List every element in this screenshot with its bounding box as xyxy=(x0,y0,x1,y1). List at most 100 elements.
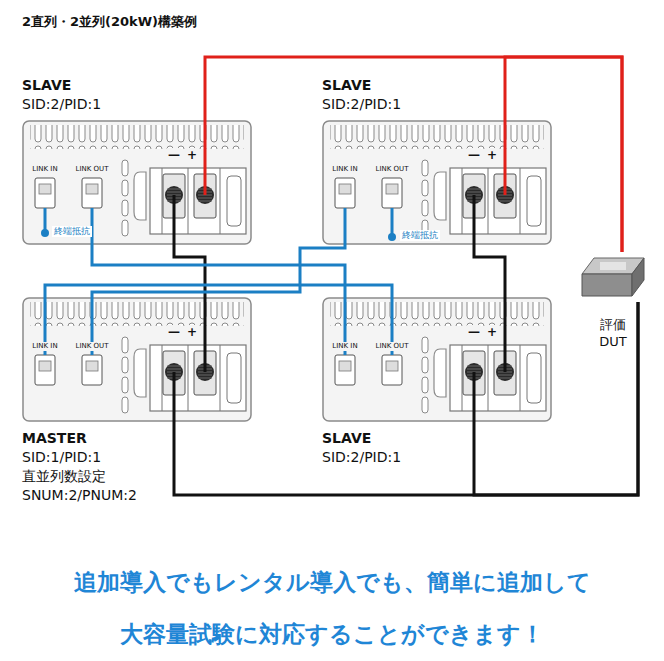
terminal-thread xyxy=(198,375,212,376)
output-terminal xyxy=(196,186,214,204)
unit-housing xyxy=(23,121,251,244)
terminal-thread xyxy=(167,201,181,202)
polarity-mark: + xyxy=(486,325,498,339)
vent-slot xyxy=(122,377,128,393)
terminator-plug xyxy=(388,233,396,241)
vent-slots xyxy=(30,125,244,149)
unit-setting: SID:2/PID:1 xyxy=(322,448,401,467)
terminal-thread xyxy=(467,378,481,379)
terminal-seat xyxy=(494,174,516,218)
terminal-thread xyxy=(167,192,181,193)
terminal-thread xyxy=(198,366,212,367)
terminal-thread xyxy=(467,192,481,193)
terminal-thread xyxy=(498,198,512,199)
vent-slot xyxy=(422,397,428,413)
unit-setting: 直並列数設定 xyxy=(22,467,137,486)
output-terminal xyxy=(196,363,214,381)
terminal-cover xyxy=(227,353,241,403)
vent-slot xyxy=(422,200,428,216)
terminal-thread xyxy=(498,375,512,376)
link-jack xyxy=(382,355,402,385)
terminal-seat xyxy=(463,351,485,395)
jack-port xyxy=(39,361,51,371)
terminal-thread xyxy=(467,198,481,199)
terminal-thread xyxy=(167,372,181,373)
jack-port xyxy=(386,184,398,194)
unit-setting: SID:2/PID:1 xyxy=(322,95,401,114)
terminal-thread xyxy=(198,195,212,196)
terminal-block xyxy=(150,345,246,411)
link-jack xyxy=(335,178,355,208)
terminal-thread xyxy=(467,372,481,373)
terminal-thread xyxy=(198,372,212,373)
unit-housing xyxy=(323,298,551,421)
terminal-thread xyxy=(498,189,512,190)
link-jack xyxy=(35,355,55,385)
vent-slots xyxy=(330,125,544,149)
unit-setting: SNUM:2/PNUM:2 xyxy=(22,486,137,505)
port-label: LINK OUT xyxy=(375,165,410,174)
terminal-seat xyxy=(163,174,185,218)
terminal-block xyxy=(150,168,246,234)
polarity-mark: — xyxy=(167,325,181,339)
terminal-thread xyxy=(198,369,212,370)
polarity-mark: + xyxy=(186,148,198,162)
terminal-thread xyxy=(198,198,212,199)
terminal-thread xyxy=(467,369,481,370)
terminator-plug xyxy=(41,229,49,237)
cable xyxy=(205,57,622,252)
power-unit: MASTERSID:1/PID:1直並列数設定SNUM:2/PNUM:2LINK… xyxy=(22,297,252,422)
unit-setting: SID:1/PID:1 xyxy=(22,448,137,467)
output-terminal xyxy=(496,363,514,381)
handle xyxy=(434,172,446,220)
output-terminal xyxy=(165,363,183,381)
terminal-seat xyxy=(194,351,216,395)
handle xyxy=(134,349,146,397)
handle xyxy=(134,172,146,220)
terminal-thread xyxy=(498,201,512,202)
power-unit: SLAVESID:2/PID:1LINK INLINK OUT—+ xyxy=(322,297,552,422)
dut-side xyxy=(632,258,644,296)
vent-slot xyxy=(122,220,128,236)
polarity-mark: + xyxy=(486,148,498,162)
polarity-mark: — xyxy=(467,148,481,162)
unit-role: SLAVE xyxy=(22,76,101,95)
power-unit: SLAVESID:2/PID:1LINK INLINK OUT—+ xyxy=(322,120,552,245)
power-unit-drawing xyxy=(322,120,552,245)
terminal-divider xyxy=(462,345,520,411)
vent-slot xyxy=(422,180,428,196)
output-terminal xyxy=(465,186,483,204)
terminal-thread xyxy=(498,366,512,367)
link-jack xyxy=(335,355,355,385)
terminal-thread xyxy=(467,201,481,202)
terminal-divider xyxy=(462,168,520,234)
terminal-thread xyxy=(167,378,181,379)
link-jack xyxy=(82,178,102,208)
dut-front xyxy=(582,274,632,296)
terminal-divider xyxy=(162,168,220,234)
polarity-mark: — xyxy=(167,148,181,162)
terminal-thread xyxy=(498,192,512,193)
unit-housing xyxy=(23,298,251,421)
port-label: LINK IN xyxy=(31,165,58,174)
output-terminal xyxy=(165,186,183,204)
diagram-title: 2直列・2並列(20kW)構築例 xyxy=(22,13,197,31)
terminal-seat xyxy=(194,174,216,218)
unit-heading: SLAVESID:2/PID:1 xyxy=(322,429,401,467)
terminal-block xyxy=(450,345,546,411)
vent-slot xyxy=(122,180,128,196)
caption: 追加導入でもレンタル導入でも、簡単に追加して 大容量試験に対応することができます… xyxy=(72,556,592,660)
polarity-mark: + xyxy=(186,325,198,339)
terminal-thread xyxy=(467,366,481,367)
link-jack xyxy=(382,178,402,208)
terminal-thread xyxy=(467,189,481,190)
jack-port xyxy=(386,361,398,371)
vent-slots xyxy=(330,302,544,326)
terminal-thread xyxy=(498,372,512,373)
power-unit-drawing xyxy=(22,297,252,422)
unit-heading: SLAVESID:2/PID:1 xyxy=(22,76,101,114)
terminal-thread xyxy=(498,195,512,196)
dut-drawing xyxy=(580,252,646,302)
output-terminal xyxy=(465,363,483,381)
